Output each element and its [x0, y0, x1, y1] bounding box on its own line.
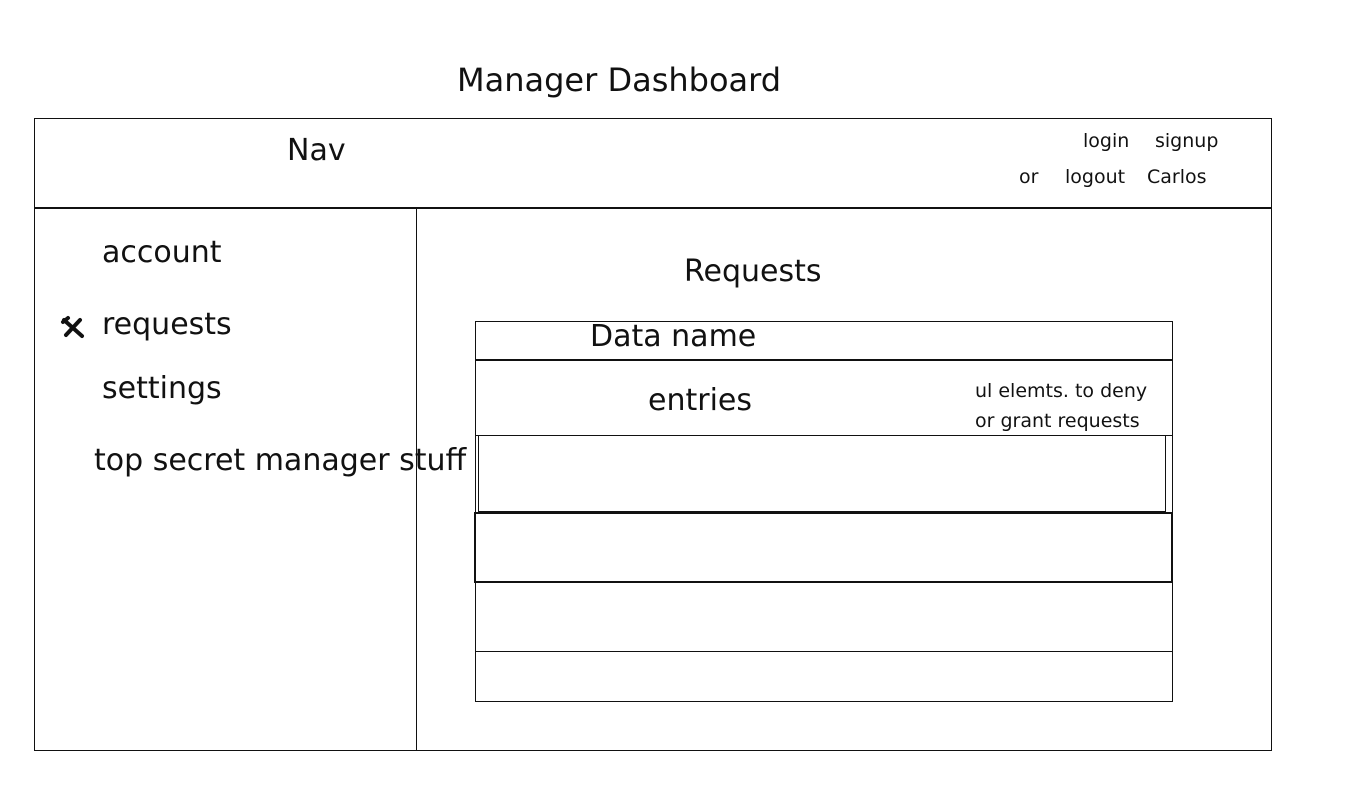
entries-label: entries	[648, 383, 752, 418]
table-row[interactable]	[475, 583, 1173, 652]
dashboard-frame	[34, 118, 1272, 751]
sidebar-item-account[interactable]: account	[102, 235, 222, 270]
logout-link[interactable]: logout	[1065, 166, 1126, 188]
requests-title: Requests	[684, 254, 822, 289]
entries-row-divider	[475, 435, 1173, 436]
table-header: Data name	[590, 319, 757, 354]
signup-link[interactable]: signup	[1155, 130, 1219, 152]
nav-divider	[34, 207, 1272, 209]
user-name: Carlos	[1147, 166, 1207, 188]
table-row[interactable]	[475, 652, 1173, 702]
sidebar-divider	[416, 208, 417, 751]
header-row-divider	[475, 359, 1173, 361]
actions-note-line2: or grant requests	[975, 410, 1140, 432]
x-mark-icon	[61, 316, 84, 338]
or-label: or	[1019, 166, 1039, 188]
login-link[interactable]: login	[1083, 130, 1130, 152]
table-row[interactable]	[478, 436, 1166, 512]
actions-note: ul elemts. to deny	[975, 380, 1148, 402]
sidebar-item-top-secret[interactable]: top secret manager stuff	[94, 443, 467, 478]
nav-label: Nav	[287, 133, 346, 168]
sidebar-item-settings[interactable]: settings	[102, 371, 222, 406]
requests-table	[475, 321, 1173, 702]
page-title: Manager Dashboard	[457, 61, 782, 99]
sidebar-item-requests[interactable]: requests	[102, 307, 232, 342]
table-row[interactable]	[474, 512, 1173, 583]
